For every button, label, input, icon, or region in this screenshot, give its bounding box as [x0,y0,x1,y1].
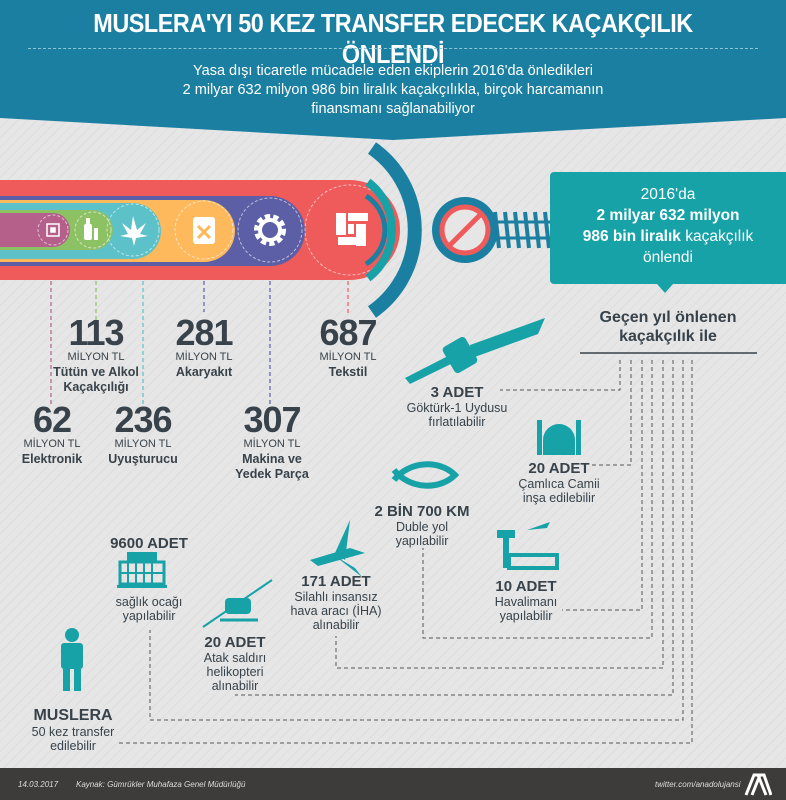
spring-coil [490,211,555,249]
item-desc: Çamlıca Camii [518,477,600,491]
item-desc: yapılabilir [395,534,449,548]
item-desc: Silahlı insansız [294,590,378,604]
summary-amount-2: 986 bin liralık [582,228,681,245]
satellite-icon [405,318,545,384]
footballer-icon [61,628,83,691]
item-desc: inşa edilebilir [522,491,596,505]
item-desc: Göktürk-1 Uydusu [406,401,508,415]
item-desc: Atak saldırı [203,651,267,665]
item-desc: 50 kez transfer [31,725,115,739]
helicopter-icon [202,579,273,628]
chip-icon [46,223,60,237]
header-divider [28,48,758,49]
item-desc: alınabilir [312,618,360,632]
mosque-icon [537,420,581,455]
textile-icon [336,213,368,246]
item-desc: yapılabilir [499,609,553,623]
prohibited-icon [432,197,498,263]
item-desc: sağlık ocağı [115,595,183,609]
item-amount: 20 ADET [528,460,590,477]
item-desc: helikopteri [206,665,264,679]
summary-callout: 2016'da 2 milyar 632 milyon 986 bin lira… [550,172,786,284]
stat-unit: MİLYON TL [319,351,377,363]
stat-value: 687 [319,312,377,353]
item-amount: 10 ADET [495,578,557,595]
stat-unit: MİLYON TL [23,438,81,450]
subtitle-line: 2 milyar 632 milyon 986 bin liralık kaça… [182,82,604,98]
item-desc: fırlatılabilir [428,415,486,429]
item-desc: edilebilir [50,739,96,753]
item-amount: 171 ADET [301,573,371,590]
cannabis-icon [120,216,148,246]
anadolu-logo [744,773,772,796]
stat-label: Tekstil [328,365,368,379]
stat-unit: MİLYON TL [67,351,125,363]
stat-value: 307 [243,399,301,440]
barrier-arcs [364,142,422,318]
summary-text: kaçakçılık [680,228,754,245]
heading-line: kaçakçılık ile [619,328,717,345]
summary-text: önlendi [643,249,693,266]
item-amount: 2 BİN 700 KM [374,503,470,520]
item-amount: MUSLERA [33,707,113,724]
item-desc: Duble yol [395,520,449,534]
stat-value: 113 [68,312,124,353]
fuel-can-icon [193,217,215,244]
stat-value: 281 [175,312,233,353]
footer-date: 14.03.2017 [18,780,59,789]
bottle-cigarette-icon [84,218,98,240]
item-amount: 20 ADET [204,634,266,651]
stat-unit: MİLYON TL [243,438,301,450]
page-title: MUSLERA'YI 50 KEZ TRANSFER EDECEK KAÇAKÇ… [93,8,693,69]
connector-lines [118,360,693,744]
stat-value: 236 [114,399,172,440]
road-icon [391,461,460,489]
subtitle-line: finansmanı sağlanabiliyor [311,101,475,117]
heading-line: Geçen yıl önlenen [599,309,737,326]
footer-source: Kaynak: Gümrükler Muhafaza Genel Müdürlü… [76,780,246,789]
gear-icon [254,214,286,246]
callout-tail [657,284,673,293]
subtitle-line: Yasa dışı ticaretle mücadele eden ekiple… [193,63,593,79]
header-banner [0,0,786,140]
item-desc: hava aracı (İHA) [290,604,382,618]
stat-unit: MİLYON TL [175,351,233,363]
comparison-heading: Geçen yıl önlenen kaçakçılık ile [578,308,758,346]
drone-icon [310,520,365,577]
stat-value: 62 [32,399,72,440]
stat-label: Makina ve Yedek Parça [235,452,309,481]
stat-unit: MİLYON TL [114,438,172,450]
item-desc: alınabilir [211,679,259,693]
item-desc: Havalimanı [494,595,558,609]
hospital-icon [117,552,167,588]
item-desc: yapılabilir [122,609,176,623]
stat-label: Elektronik [21,452,83,466]
footer-twitter-link[interactable]: twitter.com/anadolujansi [655,780,741,789]
summary-year: 2016'da [640,186,696,203]
stat-label: Tütün ve Alkol Kaçakçılığı [53,365,139,394]
item-amount: 9600 ADET [110,535,188,552]
stat-label: Akaryakıt [175,365,233,379]
item-amount: 3 ADET [430,384,484,401]
summary-amount: 2 milyar 632 milyon [596,207,740,224]
band-electronics [0,213,70,247]
footer: 14.03.2017 Kaynak: Gümrükler Muhafaza Ge… [0,768,786,800]
airport-icon [497,522,559,570]
stat-label: Uyuşturucu [108,452,178,466]
